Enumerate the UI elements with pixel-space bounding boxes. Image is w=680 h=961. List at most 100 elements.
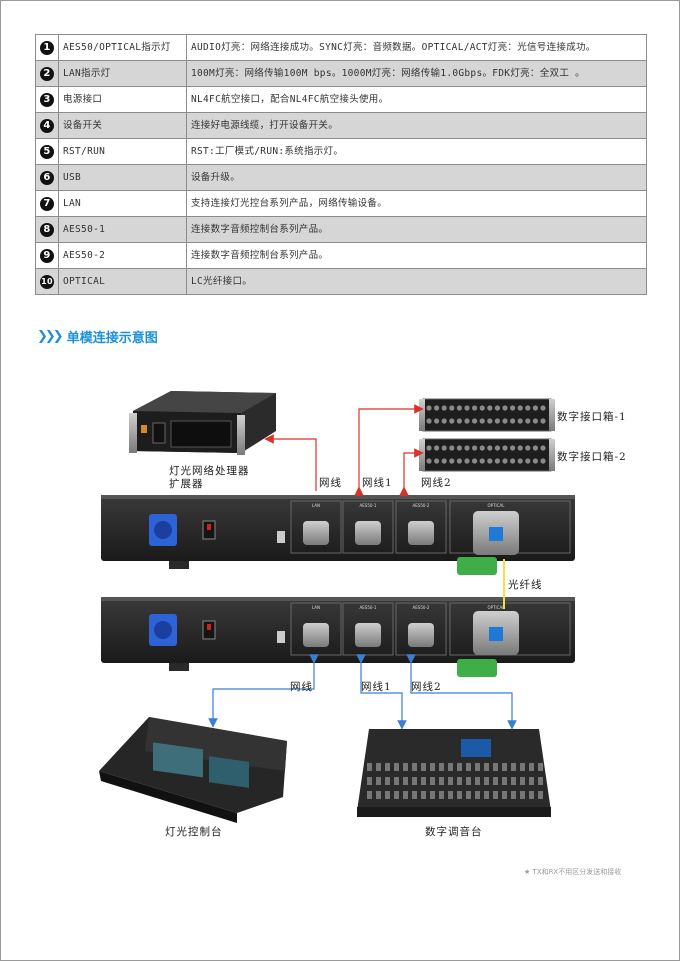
xlr-connector — [487, 405, 493, 411]
fader — [421, 791, 426, 799]
fader — [529, 763, 534, 771]
xlr-connector — [502, 418, 508, 424]
xlr-connector — [426, 418, 432, 424]
fader — [529, 791, 534, 799]
xlr-connector — [502, 458, 508, 464]
row-number-badge: 10 — [40, 274, 54, 289]
fader — [457, 763, 462, 771]
fader — [538, 791, 543, 799]
usb-port — [277, 531, 285, 543]
fader — [430, 763, 435, 771]
audio-console-label: 数字调音台 — [425, 826, 483, 838]
xlr-connector — [472, 445, 478, 451]
xlr-connector — [441, 445, 447, 451]
xlr-connector — [517, 458, 523, 464]
item-description: 连接好电源线缆，打开设备开关。 — [186, 112, 647, 139]
fader — [448, 777, 453, 785]
item-description: NL4FC航空接口，配合NL4FC航空接头使用。 — [186, 86, 647, 113]
processor-label-line2: 扩展器 — [169, 478, 204, 490]
fader — [394, 777, 399, 785]
fader — [412, 777, 417, 785]
xlr-connector — [434, 458, 440, 464]
xlr-connector — [479, 445, 485, 451]
row-number-badge: 8 — [40, 222, 54, 237]
fader — [484, 791, 489, 799]
fader — [493, 791, 498, 799]
interface-box-1 — [419, 398, 555, 432]
xlr-connector — [464, 458, 470, 464]
row-number-badge: 3 — [40, 92, 54, 107]
xlr-connector — [449, 405, 455, 411]
xlr-connector — [449, 445, 455, 451]
port-label-lan: LAN — [312, 503, 320, 508]
fader-rows — [367, 763, 543, 799]
rack-unit-bottom — [101, 597, 575, 677]
xlr-connector — [502, 405, 508, 411]
item-name: 设备开关 — [58, 112, 187, 139]
xlr-connector — [494, 418, 500, 424]
xlr-connector — [441, 405, 447, 411]
fader — [511, 791, 516, 799]
xlr-connector — [532, 458, 539, 464]
row-number-cell: 3 — [35, 86, 59, 113]
fader — [376, 791, 381, 799]
fader — [412, 763, 417, 771]
red-cables — [264, 404, 424, 496]
blue-cables — [208, 654, 517, 730]
fader — [520, 791, 525, 799]
item-name: LAN指示灯 — [58, 60, 187, 87]
port-label-optical: OPTICAL — [488, 503, 506, 508]
xlr-connector — [487, 418, 493, 424]
item-name: RST/RUN — [58, 138, 187, 165]
cable-label-aes1-bottom: 网线1 — [361, 681, 392, 693]
item-description: LC光纤接口。 — [186, 268, 647, 295]
interface-box-2 — [419, 438, 555, 472]
fader — [475, 791, 480, 799]
row-number-cell: 1 — [35, 34, 59, 61]
fader — [502, 777, 507, 785]
xlr-connector — [472, 458, 478, 464]
cable-label-aes2-top: 网线2 — [421, 477, 452, 489]
item-description: 100M灯亮：网络传输100M bps。1000M灯亮：网络传输1.0Gbps。… — [186, 60, 647, 87]
power-connector — [149, 614, 177, 646]
double-chevron-icon: ❯❯❯ — [37, 329, 64, 344]
xlr-connector — [441, 418, 447, 424]
fader — [430, 791, 435, 799]
fader — [466, 791, 471, 799]
cable-label-lan-bottom: 网线 — [290, 681, 313, 693]
port-label-aes1: AES50-1 — [360, 503, 377, 508]
row-number-cell: 10 — [35, 268, 59, 295]
item-description: AUDIO灯亮：网络连接成功。SYNC灯亮：音频数据。OPTICAL/ACT灯亮… — [186, 34, 647, 61]
fader — [367, 777, 372, 785]
xlr-connector — [434, 445, 440, 451]
xlr-connector — [540, 458, 546, 464]
row-number-badge: 7 — [40, 196, 54, 211]
xlr-connector — [525, 418, 531, 424]
fader — [511, 777, 516, 785]
xlr-connector — [532, 418, 539, 424]
item-name: AES50/OPTICAL指示灯 — [58, 34, 187, 61]
fader — [466, 763, 471, 771]
port-label-optical: OPTICAL — [488, 605, 506, 610]
fader — [376, 777, 381, 785]
cable-label-aes2-bottom: 网线2 — [411, 681, 442, 693]
item-name: USB — [58, 164, 187, 191]
fader — [421, 777, 426, 785]
fader — [529, 777, 534, 785]
item-description: 支持连接灯光控台系列产品，网络传输设备。 — [186, 190, 647, 217]
fader — [385, 791, 390, 799]
fader — [439, 763, 444, 771]
xlr-connector — [532, 405, 539, 411]
item-name: AES50-1 — [58, 216, 187, 243]
fader — [412, 791, 417, 799]
row-number-cell: 8 — [35, 216, 59, 243]
fader — [484, 777, 489, 785]
xlr-connector — [517, 418, 523, 424]
fader — [394, 763, 399, 771]
fader — [466, 777, 471, 785]
